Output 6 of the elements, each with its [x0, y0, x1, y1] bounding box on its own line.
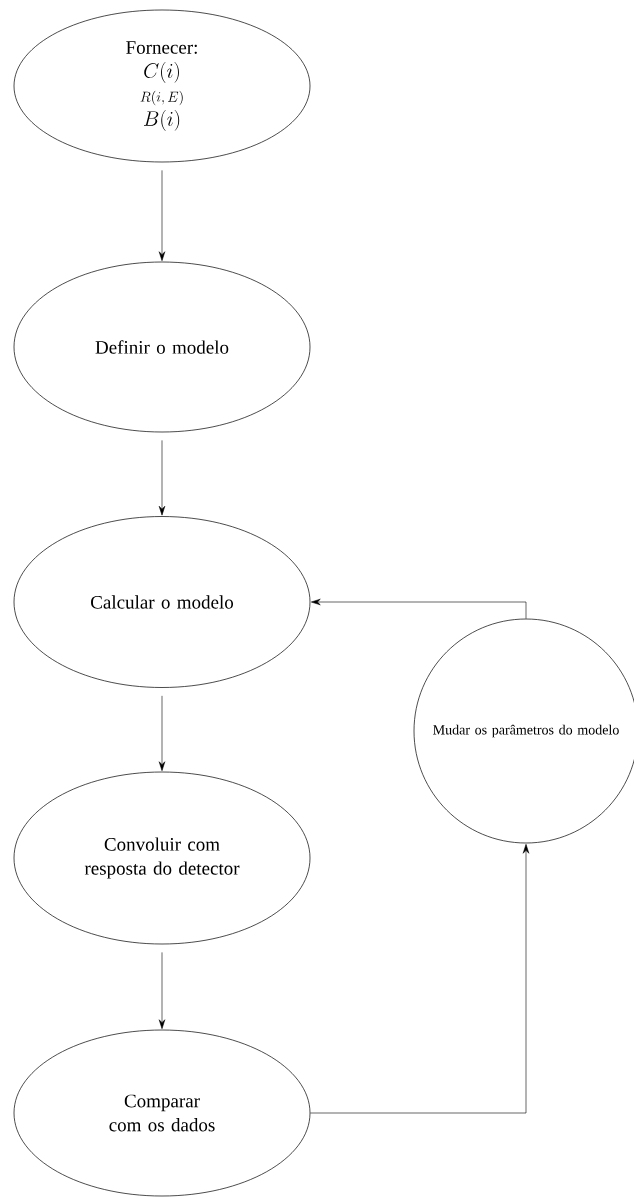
arrow — [310, 844, 530, 1114]
arrow — [158, 952, 166, 1029]
arrow — [311, 598, 527, 619]
arrow — [158, 170, 166, 261]
arrow — [158, 695, 166, 771]
arrow — [158, 440, 166, 516]
